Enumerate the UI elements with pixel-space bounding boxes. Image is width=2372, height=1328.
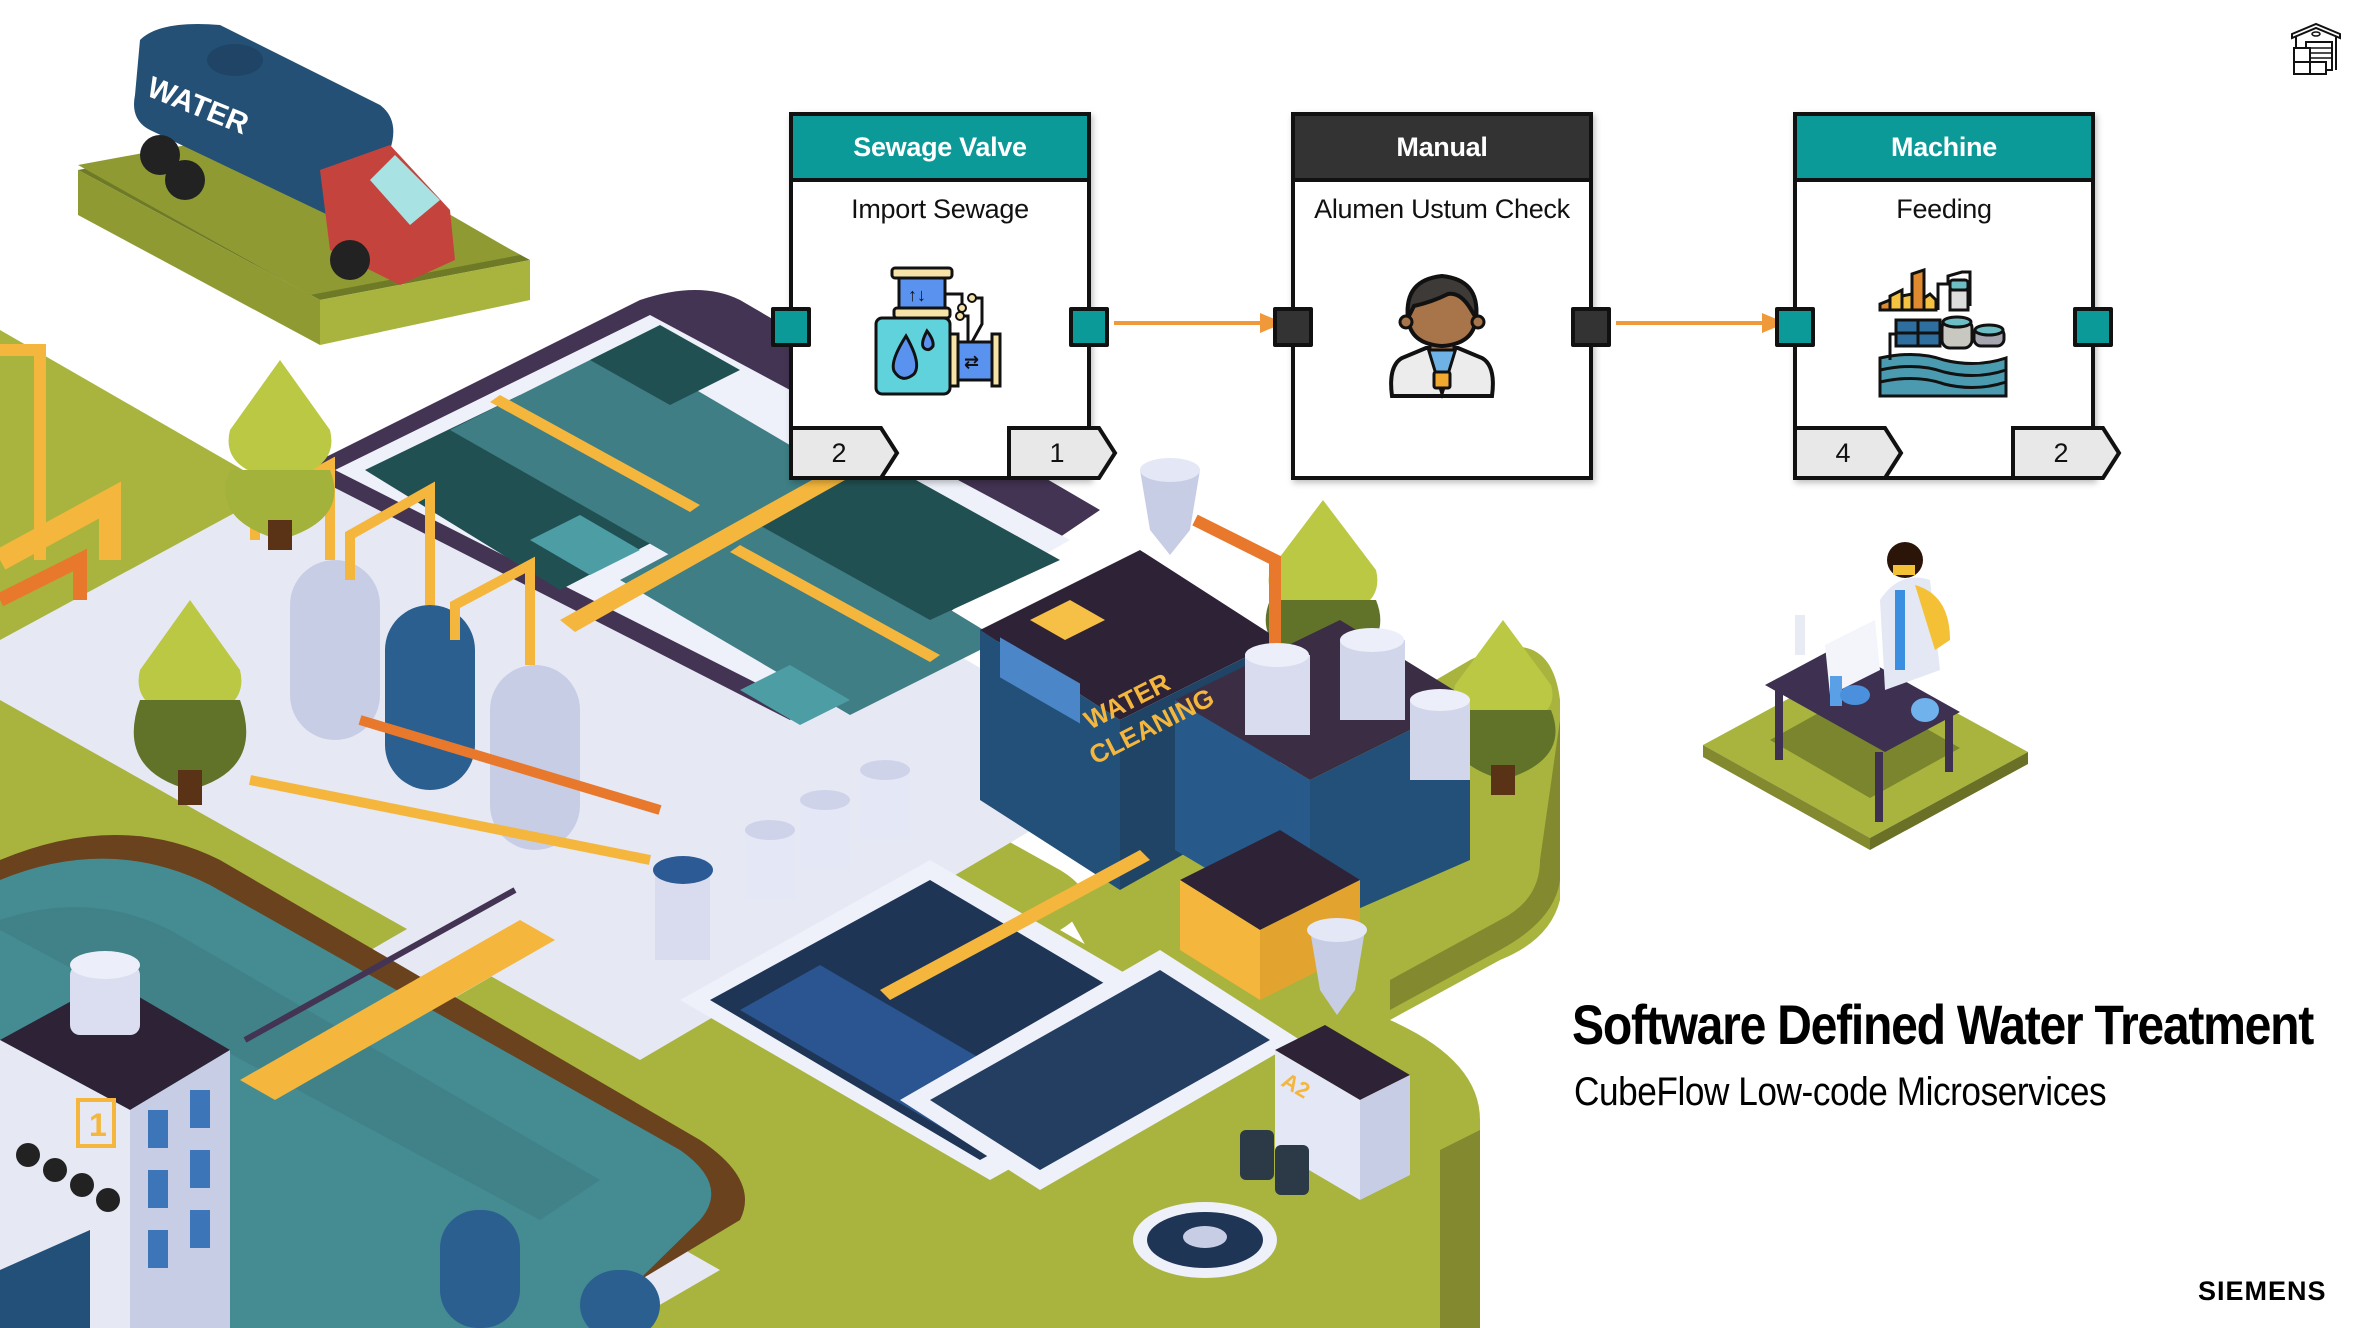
water-treatment-plant-icon [1878, 267, 2008, 398]
output-port[interactable] [1069, 307, 1109, 347]
node-type-header: Machine [1797, 116, 2091, 182]
workflow-node-import-sewage[interactable]: Sewage Valve Import Sewage ↑↓ ⇄ 2 1 [771, 112, 1118, 480]
input-count-badge: 2 [789, 426, 900, 480]
warehouse-icon[interactable] [2286, 16, 2346, 76]
node-type-label: Sewage Valve [853, 131, 1027, 162]
output-port[interactable] [1571, 307, 1611, 347]
output-count: 2 [2053, 438, 2069, 468]
arrowhead-icon [1260, 313, 1284, 333]
node-title: Feeding [1896, 194, 1992, 224]
output-count-badge: 2 [2011, 426, 2122, 480]
water-pump-icon: ↑↓ ⇄ [874, 266, 1002, 396]
node-type-header: Sewage Valve [793, 116, 1087, 182]
output-count-badge: 1 [1007, 426, 1118, 480]
connector-edge-1 [1114, 313, 1284, 333]
input-port[interactable] [771, 307, 811, 347]
input-count: 4 [1835, 438, 1851, 468]
headline: Software Defined Water Treatment [1572, 993, 2314, 1056]
arrowhead-icon [1762, 313, 1786, 333]
node-type-label: Manual [1396, 131, 1488, 162]
input-count-badge: 4 [1793, 426, 1904, 480]
node-title: Import Sewage [851, 194, 1029, 224]
node-type-header: Manual [1295, 116, 1589, 182]
clarifier-tanks: A2 [240, 760, 1410, 1278]
subheadline: CubeFlow Low-code Microservices [1574, 1070, 2107, 1114]
node-title: Alumen Ustum Check [1314, 194, 1570, 224]
svg-text:⇄: ⇄ [964, 352, 979, 372]
input-port[interactable] [1273, 307, 1313, 347]
connector-edge-2 [1616, 313, 1786, 333]
workflow-node-feeding[interactable]: Machine Feeding 4 2 [1775, 112, 2122, 480]
water-truck: WATER [78, 24, 530, 345]
brand-logo: SIEMENS [2198, 1276, 2327, 1306]
node-type-label: Machine [1891, 131, 1997, 162]
output-port[interactable] [2073, 307, 2113, 347]
scientist-at-desk [1703, 542, 2028, 850]
workflow-node-alumen-ustum-check[interactable]: Manual Alumen Ustum Check [1273, 112, 1611, 480]
tower-label: 1 [89, 1107, 107, 1143]
lab-worker-icon [1389, 273, 1495, 400]
input-count: 2 [831, 438, 847, 468]
input-port[interactable] [1775, 307, 1815, 347]
output-count: 1 [1049, 438, 1065, 468]
water-cleaning-building: WATER CLEANING [980, 458, 1470, 1000]
tower-building: 1 [0, 951, 660, 1328]
svg-text:↑↓: ↑↓ [908, 285, 926, 305]
